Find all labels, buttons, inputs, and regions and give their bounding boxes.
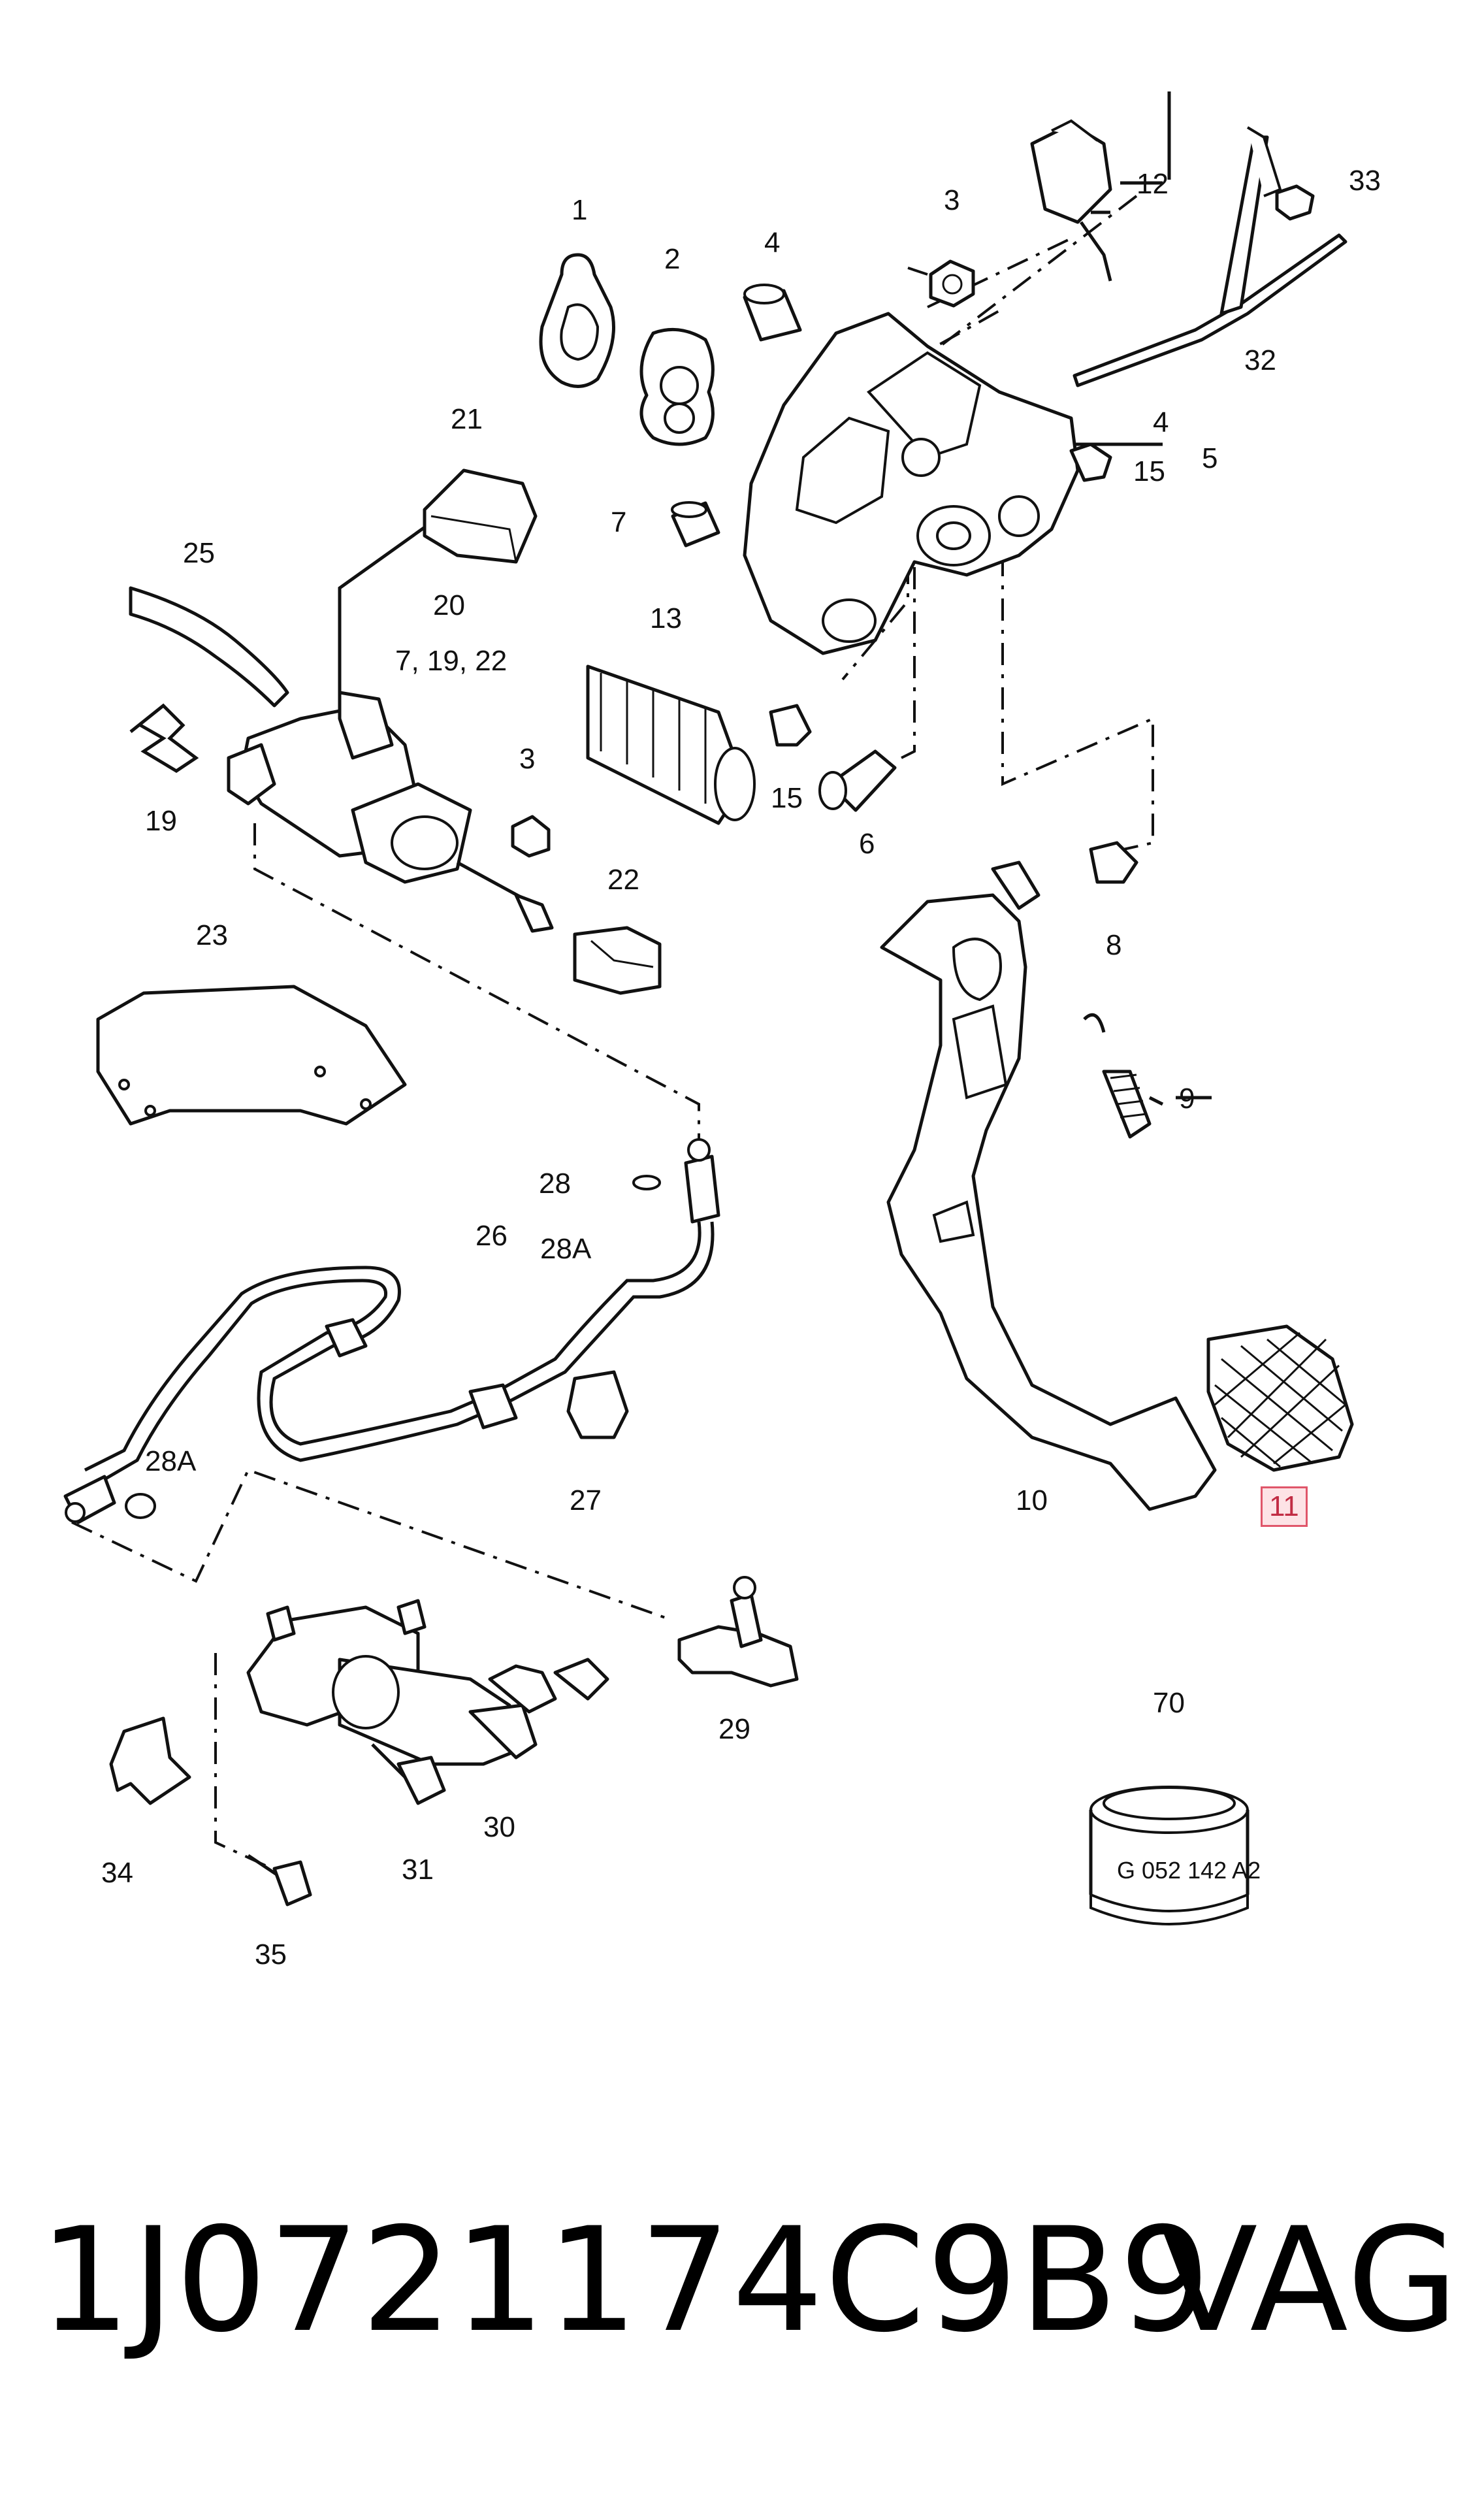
part-25-hose	[129, 586, 289, 708]
callout-21: 21	[451, 403, 483, 435]
callout-28A-upper: 28A	[540, 1233, 592, 1265]
callout-28: 28	[539, 1168, 571, 1200]
part-34-bracket	[109, 1716, 191, 1805]
part-30-slave-cylinder	[246, 1599, 538, 1766]
callout-20-includes: 7, 19, 22	[395, 645, 508, 677]
part-15-bush	[769, 704, 812, 747]
part-21-connector	[423, 468, 538, 564]
pedal-bracket	[743, 312, 1112, 655]
part-35-bolt	[247, 1854, 312, 1906]
part-1-clip	[539, 253, 615, 388]
callout-30: 30	[483, 1811, 515, 1843]
callout-5: 5	[1202, 442, 1218, 474]
callout-23: 23	[196, 919, 228, 951]
part-22-clip	[573, 926, 662, 995]
callout-1: 1	[572, 194, 588, 226]
part-10-pedal	[880, 860, 1217, 1511]
part-23-shield	[96, 985, 407, 1126]
part-3-nut-lower	[511, 815, 551, 858]
part-70-grease-tin	[1089, 1786, 1250, 1925]
grease-tin-label: G 052 142 A2	[1117, 1857, 1261, 1884]
callout-4-bracket: 4	[1153, 406, 1169, 438]
part-26-hydraulic-line	[84, 1221, 715, 1485]
callout-70: 70	[1153, 1687, 1185, 1719]
part-3-nut	[929, 259, 975, 308]
callout-22: 22	[607, 864, 639, 896]
part-number: 1J0721174C9B9	[39, 2197, 1212, 2364]
callout-19: 19	[145, 805, 177, 837]
part-28-washer	[632, 1175, 661, 1190]
part-6-sleeve	[818, 749, 897, 812]
callout-7: 7	[611, 506, 627, 538]
hose-fitting-upper	[684, 1138, 720, 1224]
callout-34: 34	[101, 1857, 133, 1889]
part-19-clip	[129, 703, 199, 773]
master-cylinder	[227, 691, 554, 933]
callout-3-lower: 3	[519, 743, 536, 775]
callout-11-highlighted: 11	[1261, 1486, 1308, 1527]
brand-name: VAG	[1159, 2197, 1460, 2364]
part-9-spring	[1083, 1013, 1152, 1139]
callout-4: 4	[764, 227, 781, 259]
callout-27: 27	[570, 1484, 602, 1516]
callout-20: 20	[433, 589, 465, 621]
leader-lines	[71, 91, 1212, 1883]
callout-8: 8	[1106, 929, 1122, 961]
callout-25: 25	[183, 537, 215, 569]
part-2-gasket	[639, 327, 715, 446]
callout-35: 35	[255, 1939, 287, 1971]
part-4-bushing	[743, 284, 802, 342]
part-33-nut	[1275, 184, 1315, 221]
callout-26: 26	[476, 1220, 508, 1252]
callout-3: 3	[944, 184, 960, 216]
part-32-bracket	[1073, 126, 1347, 387]
part-8-bush	[1089, 841, 1138, 884]
part-27-clip	[566, 1370, 629, 1439]
callout-6: 6	[859, 828, 875, 860]
callout-29: 29	[718, 1713, 750, 1745]
hose-fitting-lower	[63, 1475, 116, 1524]
part-31-bolt	[371, 1743, 446, 1805]
callout-10: 10	[1016, 1484, 1048, 1516]
callout-31: 31	[402, 1854, 434, 1886]
part-12-switch	[1030, 119, 1112, 282]
part-28A-washer	[125, 1493, 156, 1519]
callout-28A-lower: 28A	[145, 1445, 197, 1477]
callout-32: 32	[1244, 344, 1276, 376]
callout-33: 33	[1349, 165, 1381, 197]
callout-9: 9	[1179, 1083, 1195, 1115]
callout-15: 15	[1133, 455, 1165, 487]
callout-13: 13	[650, 602, 682, 634]
part-7-pin	[671, 501, 720, 548]
bleeder-valve	[488, 1658, 609, 1714]
part-29-t-piece	[677, 1576, 799, 1688]
part-11-pedal-pad	[1206, 1324, 1354, 1472]
part-13-spring	[586, 664, 756, 825]
callout-15-bush: 15	[771, 782, 803, 814]
callout-2: 2	[664, 243, 681, 275]
callout-12: 12	[1137, 168, 1169, 200]
